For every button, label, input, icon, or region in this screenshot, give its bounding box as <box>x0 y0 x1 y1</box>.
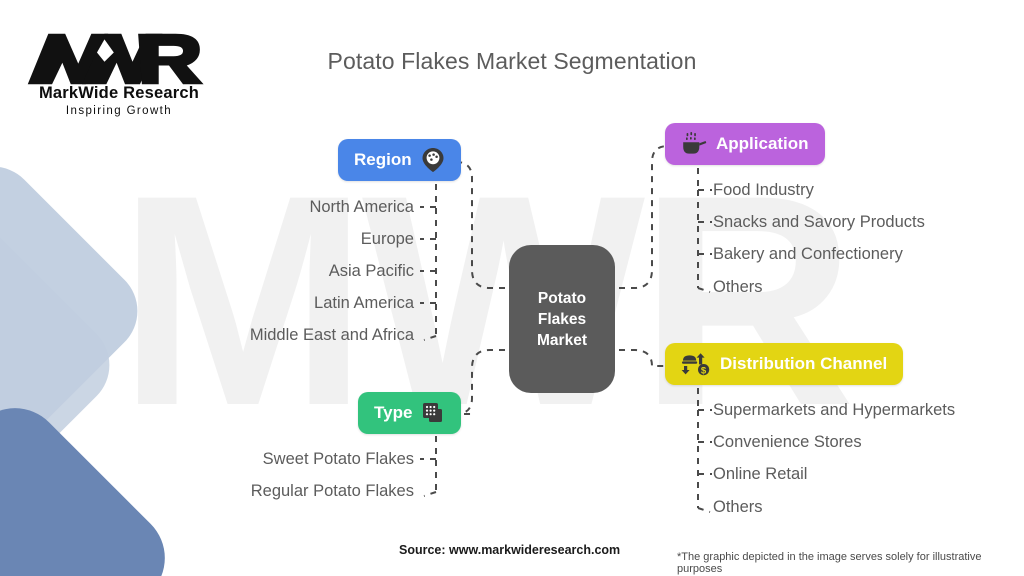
map-pin-icon <box>421 147 445 173</box>
wire-type-stub-2 <box>423 491 437 497</box>
leaf-application-2: Snacks and Savory Products <box>713 213 925 231</box>
brand-name: MarkWide Research <box>38 84 200 102</box>
money-exchange-icon: $ <box>681 351 711 377</box>
category-pill-type[interactable]: Type <box>358 392 462 434</box>
leaf-application-3: Bakery and Confectionery <box>713 245 903 263</box>
leaf-type-2: Regular Potato Flakes <box>250 482 414 500</box>
disclaimer-text: *The graphic depicted in the image serve… <box>677 551 982 575</box>
brand-logo: MarkWide Research Inspiring Growth <box>24 30 214 117</box>
category-label-type: Type <box>374 403 413 422</box>
leaf-region-5: Middle East and Africa <box>249 326 414 344</box>
page-title: Potato Flakes Market Segmentation <box>327 48 697 74</box>
leaf-distribution-3: Online Retail <box>713 465 808 483</box>
center-node: Potato Flakes Market <box>509 245 615 393</box>
svg-text:$: $ <box>701 365 707 376</box>
mwr-logo-icon <box>27 33 204 85</box>
center-node-line-2: Flakes <box>537 310 587 328</box>
dotted-square-icon <box>421 401 445 425</box>
category-pill-application[interactable]: Application <box>665 123 825 165</box>
category-pill-region[interactable]: Region <box>338 139 461 181</box>
category-label-region: Region <box>354 150 412 169</box>
category-label-distribution: Distribution Channel <box>720 354 888 373</box>
leaf-distribution-4: Others <box>713 498 763 516</box>
brand-tagline: Inspiring Growth <box>65 105 173 117</box>
leaf-region-2: Europe <box>360 230 414 248</box>
leaf-region-3: Asia Pacific <box>328 262 414 280</box>
leaf-type-1: Sweet Potato Flakes <box>262 450 414 468</box>
leaf-region-1: North America <box>309 198 414 216</box>
category-pill-distribution[interactable]: $ Distribution Channel <box>665 343 904 385</box>
source-text: Source: www.markwideresearch.com <box>399 543 621 557</box>
leaf-application-4: Others <box>713 278 763 296</box>
leaf-distribution-1: Supermarkets and Hypermarkets <box>713 401 956 419</box>
wire-distribution-stub-4 <box>697 507 711 513</box>
leaf-distribution-2: Convenience Stores <box>713 433 862 451</box>
leaf-application-1: Food Industry <box>713 181 814 199</box>
leaf-region-4: Latin America <box>314 294 414 312</box>
center-node-line-3: Market <box>537 331 587 349</box>
cooking-pot-icon <box>681 131 707 157</box>
category-label-application: Application <box>716 134 809 153</box>
center-node-line-1: Potato <box>537 289 587 307</box>
